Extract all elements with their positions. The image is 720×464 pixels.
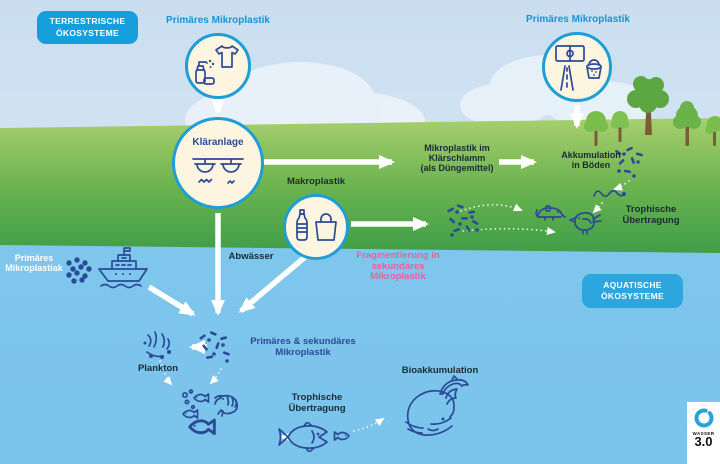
tree-icon xyxy=(611,111,629,142)
plankton-icon xyxy=(143,331,171,359)
fish-icon xyxy=(193,393,210,403)
badge-aquatic-ecosystems: AQUATISCHE ÖKOSYSTEME xyxy=(582,274,683,308)
label-microplastic-sludge: Mikroplastik im Klärschlamm (als Düngemi… xyxy=(420,143,494,174)
label-plankton: Plankton xyxy=(137,363,179,374)
badge-terrestrial-ecosystems: TERRESTRISCHE ÖKOSYSTEME xyxy=(37,11,138,44)
label-bioaccumulation: Bioakkumulation xyxy=(401,365,479,376)
wasser-logo-circle-icon xyxy=(694,408,713,428)
dashed-plankton-to-fish xyxy=(159,360,173,386)
tree-icon xyxy=(584,111,608,146)
klaeranlage-label: Kläranlage xyxy=(192,137,244,148)
label-primary-microplastic-ship: Primäres Mikroplastiak xyxy=(5,253,63,274)
road-icon xyxy=(560,65,574,91)
tree-icon xyxy=(627,76,669,135)
bird-icon xyxy=(569,212,602,235)
sports-field-icon xyxy=(555,45,585,62)
dashed-mp-to-bird xyxy=(462,227,556,235)
fish-icon xyxy=(333,431,350,441)
circle-primary-mp-sources xyxy=(185,33,251,99)
logo-name: WASSER xyxy=(692,431,715,436)
dashed-fish-to-whale xyxy=(353,417,385,432)
fish-icon xyxy=(182,409,199,419)
microplastic-particles-icon xyxy=(66,257,92,284)
bucket-icon xyxy=(586,59,602,79)
microplastic-particles-icon xyxy=(199,331,230,363)
worm-icon xyxy=(593,189,626,198)
mouse-icon xyxy=(535,205,566,221)
tree-icon xyxy=(705,116,720,146)
bottle-icon xyxy=(296,209,308,241)
circle-klaeranlage: Kläranlage xyxy=(172,117,264,209)
label-primary-microplastic-left: Primäres Mikroplastik xyxy=(166,15,270,26)
whale-icon xyxy=(405,375,469,436)
dashed-mp-to-mouse xyxy=(460,203,523,212)
label-abwaesser: Abwässer xyxy=(228,251,274,262)
dashed-mp-to-fish xyxy=(209,368,222,385)
microplastic-particles-icon xyxy=(447,204,479,237)
fish-group-icon xyxy=(181,389,239,436)
tree-icon xyxy=(673,101,701,146)
treatment-plant-icon xyxy=(192,158,244,184)
shopping-bag-icon xyxy=(315,213,337,241)
logo-version: 3.0 xyxy=(694,434,713,449)
arrow-ship-to-water-mp xyxy=(147,284,196,317)
label-fragmentation: Fragmentierung in sekundäres Mikroplasti… xyxy=(356,250,440,283)
label-accumulation-soil: Akkumulation in Böden xyxy=(561,150,621,171)
fish-icon xyxy=(188,418,216,436)
dashed-soil-to-worm xyxy=(613,180,630,191)
wasser-3-0-logo: WASSER 3.0 xyxy=(687,402,720,464)
water xyxy=(0,245,720,464)
tshirt-icon xyxy=(215,45,239,68)
label-primary-secondary-mp: Primäres & sekundäres Mikroplastik xyxy=(250,336,356,358)
circle-primary-mp-road xyxy=(542,32,612,102)
ship-icon xyxy=(98,247,148,289)
circle-makroplastik xyxy=(283,194,349,260)
label-trophic-transfer-land: Trophische Übertragung xyxy=(622,204,680,226)
microplastic-particles-icon xyxy=(615,146,643,178)
arrow-makro-to-water-mp xyxy=(238,254,307,314)
label-primary-microplastic-right: Primäres Mikroplastik xyxy=(526,14,630,25)
label-trophic-transfer-water: Trophische Übertragung xyxy=(288,392,346,414)
dolphin-icon xyxy=(439,375,469,395)
big-fish-icon xyxy=(278,422,350,452)
label-makroplastik: Makroplastik xyxy=(286,176,346,187)
shrimp-icon xyxy=(214,394,239,417)
cosmetics-spray-icon xyxy=(195,59,215,85)
